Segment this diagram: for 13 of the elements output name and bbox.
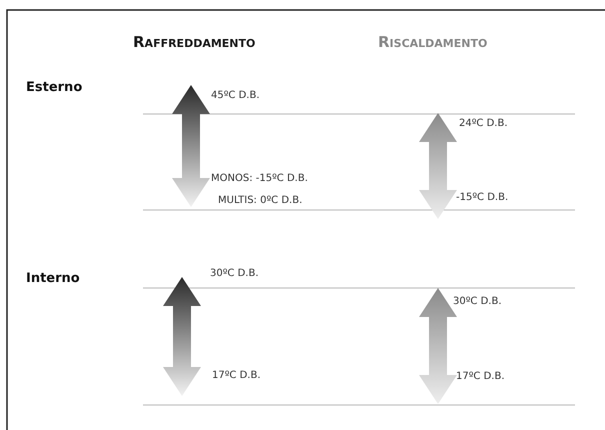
temperature-label: 24ºC D.B. — [459, 118, 508, 130]
temperature-label: 17ºC D.B. — [456, 371, 505, 383]
temperature-label: MULTIS: 0ºC D.B. — [218, 195, 302, 207]
row-label: Esterno — [26, 80, 82, 96]
temperature-label: -15ºC D.B. — [456, 192, 508, 204]
row-label: Interno — [26, 271, 80, 287]
temperature-label: 30ºC D.B. — [210, 268, 259, 280]
temperature-label: MONOS: -15ºC D.B. — [211, 173, 308, 185]
column-heading: Raffreddamento — [133, 33, 256, 51]
temperature-label: 45ºC D.B. — [211, 90, 260, 102]
temperature-label: 30ºC D.B. — [453, 296, 502, 308]
temperature-label: 17ºC D.B. — [212, 370, 261, 382]
column-heading: Riscaldamento — [378, 33, 488, 51]
